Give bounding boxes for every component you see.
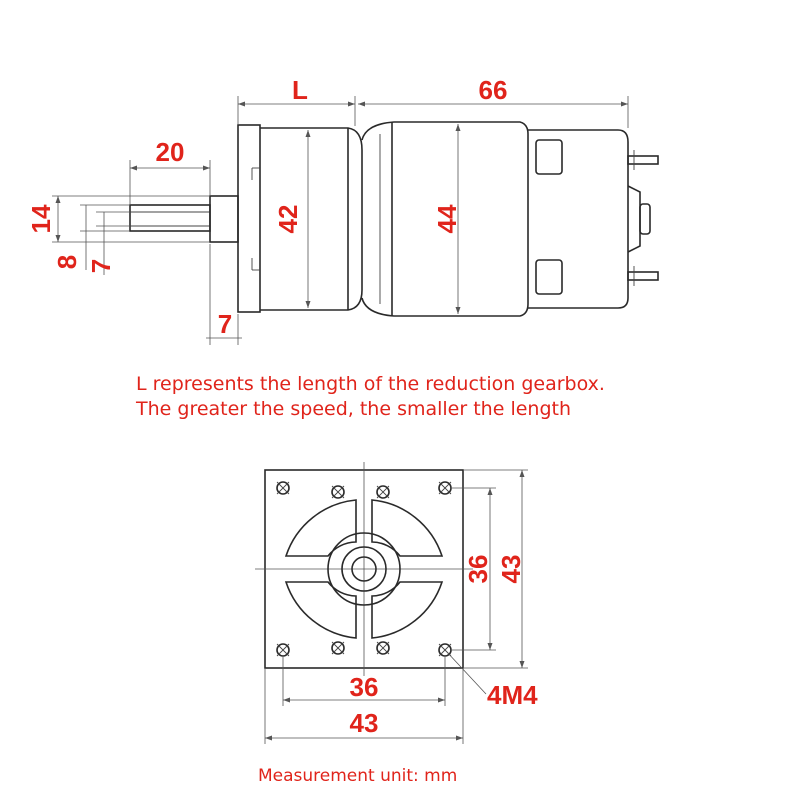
dim-hole-spacing-vertical: 36: [452, 487, 496, 651]
dim-label-42: 42: [273, 205, 303, 234]
dim-shaft-outer: 14: [26, 195, 209, 243]
front-view: 36 43 36 43 4M4: [255, 462, 538, 744]
dim-motor-length: 66: [358, 75, 629, 128]
dim-length-l: L: [237, 75, 356, 126]
dim-shaft-diameter: 8: [52, 204, 129, 270]
motor-terminals: [627, 150, 659, 286]
motor-end-cap: [528, 129, 651, 309]
dim-label-8: 8: [52, 255, 82, 269]
dim-label-36-horizontal: 36: [350, 672, 379, 702]
dim-label-36-vertical: 36: [463, 555, 493, 584]
dim-label-43-vertical: 43: [496, 555, 526, 584]
dim-motor-diameter: 44: [432, 124, 462, 314]
dim-flange-size-horizontal: 43: [264, 669, 464, 744]
measurement-unit-label: Measurement unit: mm: [258, 766, 458, 786]
dim-flange-height: 42: [273, 130, 311, 308]
dim-shaft-length: 20: [129, 137, 211, 204]
dim-label-43-horizontal: 43: [350, 708, 379, 738]
dim-flat-width: 7: [86, 211, 129, 275]
dim-label-44: 44: [432, 204, 462, 233]
side-view: L 66 20 42 44 14: [26, 75, 659, 345]
dim-label-7-flange: 7: [218, 309, 232, 339]
gearbox-flange: [237, 124, 261, 313]
dim-label-7-flat: 7: [86, 259, 116, 273]
note-line-1: L represents the length of the reduction…: [136, 373, 605, 395]
dim-label-14: 14: [26, 204, 56, 233]
motor-body: [361, 121, 529, 317]
note-line-2: The greater the speed, the smaller the l…: [136, 398, 572, 420]
dim-flange-size-vertical: 43: [464, 469, 528, 669]
screw-spec-label: 4M4: [487, 680, 538, 710]
gearbox-note: L represents the length of the reduction…: [136, 372, 605, 422]
dim-flange-thickness: 7: [206, 244, 242, 345]
dim-label-l: L: [292, 75, 308, 105]
dim-hole-spacing-horizontal: 36: [282, 657, 446, 706]
gearbox-body: [260, 127, 363, 311]
quadrant-cutouts: [284, 499, 444, 639]
shaft-boss: [209, 195, 239, 243]
output-shaft: [129, 204, 211, 232]
screw-spec-callout: 4M4: [445, 650, 538, 710]
dim-label-20: 20: [156, 137, 185, 167]
mounting-holes: [331, 485, 390, 655]
dim-label-66: 66: [479, 75, 508, 105]
center-hub: [327, 532, 401, 606]
